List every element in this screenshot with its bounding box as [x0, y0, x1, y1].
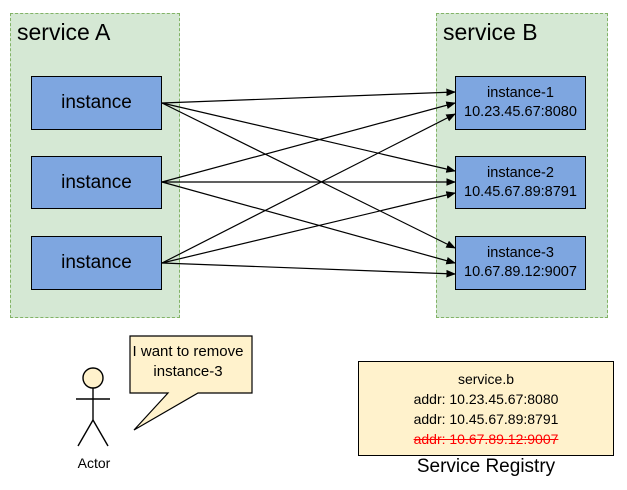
- connection-arrow-a1-b3: [161, 102, 456, 249]
- registry-entry: addr: 10.45.67.89:8791: [413, 410, 559, 427]
- connection-arrow-a2-b3: [161, 181, 456, 265]
- instance-address: 10.45.67.89:8791: [464, 183, 577, 200]
- service-b-instance-2[interactable]: instance-2 10.45.67.89:8791: [455, 156, 586, 209]
- actor-figure: [76, 367, 110, 447]
- speech-bubble: [129, 335, 253, 431]
- actor-right-leg: [92, 419, 109, 447]
- service-registry-caption: Service Registry: [416, 456, 556, 477]
- connection-arrow-a3-b1: [161, 113, 456, 264]
- instance-name: instance-3: [487, 245, 554, 261]
- instance-address: 10.23.45.67:8080: [464, 104, 577, 120]
- service-b-instance-3[interactable]: instance-3 10.67.89.12:9007: [455, 236, 586, 290]
- registry-entry-removed: addr: 10.67.89.12:9007: [413, 430, 559, 447]
- instance-address: 10.67.89.12:9007: [464, 264, 577, 280]
- connection-arrow-a3-b2: [161, 191, 456, 264]
- instance-name: instance-2: [487, 164, 554, 181]
- connection-edges: [161, 88, 456, 278]
- service-a-instance-2[interactable]: instance: [31, 156, 162, 209]
- speech-bubble-text: I want to remove instance-3: [132, 343, 244, 380]
- connection-arrow-a3-b3: [161, 262, 456, 278]
- actor-label: Actor: [77, 455, 111, 471]
- service-a-instance-3[interactable]: instance: [31, 236, 162, 290]
- connection-arrow-a2-b1: [161, 101, 456, 183]
- service-a-instance-label: instance: [61, 92, 132, 113]
- service-registry-box: service.b addr: 10.23.45.67:8080 addr: 1…: [358, 361, 614, 456]
- connection-arrow-a1-b1: [161, 88, 456, 104]
- service-a-instance-label: instance: [61, 252, 132, 273]
- registry-entry: addr: 10.23.45.67:8080: [413, 390, 559, 407]
- actor-head: [82, 367, 104, 389]
- service-a-instance-1[interactable]: instance: [31, 76, 162, 130]
- service-b-title: service B: [443, 19, 538, 45]
- instance-name: instance-1: [487, 85, 554, 101]
- actor-left-leg: [77, 419, 94, 447]
- registry-service-name: service.b: [457, 370, 515, 387]
- service-a-title: service A: [17, 19, 111, 45]
- connection-arrow-a1-b2: [161, 102, 456, 173]
- service-b-instance-1[interactable]: instance-1 10.23.45.67:8080: [455, 76, 586, 130]
- service-a-instance-label: instance: [61, 171, 132, 193]
